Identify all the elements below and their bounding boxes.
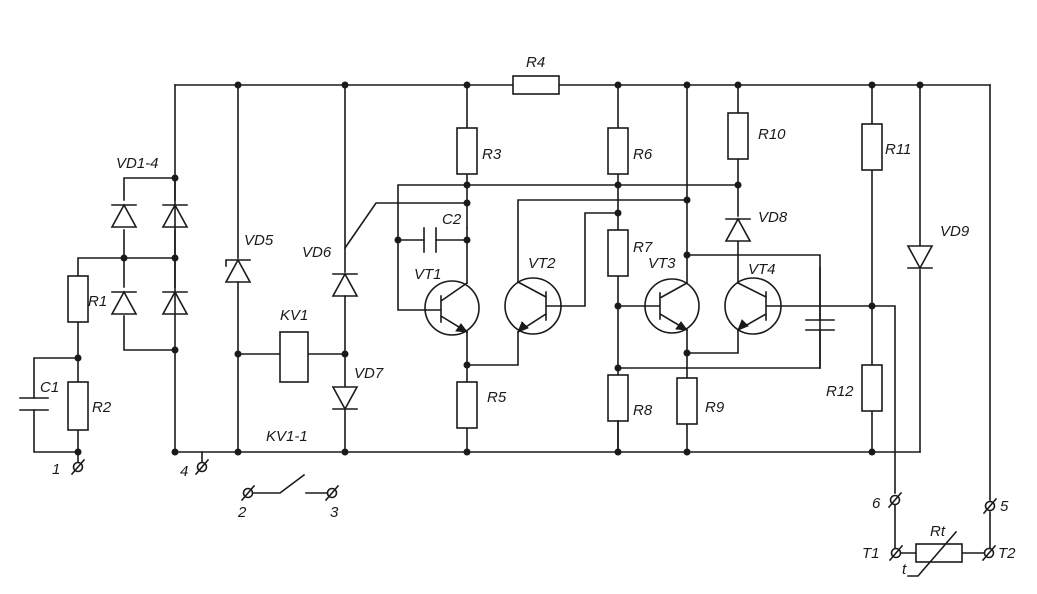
transistor-vt1 — [424, 280, 480, 336]
label-vt4: VT4 — [748, 261, 776, 278]
terminal-labels: 1 4 2 3 6 5 T1 T2 — [52, 461, 1016, 562]
label-c2: C2 — [442, 211, 462, 228]
terminal-t1 — [888, 544, 904, 562]
label-r10: R10 — [758, 126, 786, 143]
transistor-vt3 — [644, 278, 700, 334]
label-r8: R8 — [633, 402, 653, 419]
zener-vd5 — [224, 258, 252, 283]
label-r7: R7 — [633, 239, 653, 256]
label-r12: R12 — [826, 383, 854, 400]
label-r1: R1 — [88, 293, 107, 310]
label-r11: R11 — [885, 141, 911, 158]
label-vt3: VT3 — [648, 255, 676, 272]
resistor-r3 — [456, 127, 478, 175]
terminal-1 — [70, 458, 86, 476]
terminal-5 — [982, 497, 998, 515]
resistor-r6 — [607, 127, 629, 175]
component-labels: R4 VD1-4 R1 C1 R2 VD5 VD6 KV1 VD7 KV1-1 … — [40, 54, 970, 578]
label-r9: R9 — [705, 399, 725, 416]
label-rt: Rt — [930, 523, 946, 540]
transistors — [424, 277, 782, 336]
diode-vd9 — [906, 245, 934, 270]
resistor-r9 — [676, 377, 698, 425]
resistor-r4 — [512, 75, 560, 95]
capacitor-c3 — [805, 319, 835, 331]
label-terminal-2: 2 — [237, 504, 247, 521]
resistor-r11 — [861, 123, 883, 171]
diode-bridge-1 — [110, 203, 138, 228]
transistor-vt2 — [504, 277, 562, 335]
label-r6: R6 — [633, 146, 653, 163]
label-vt1: VT1 — [414, 266, 442, 283]
resistor-r1 — [67, 275, 89, 323]
label-vd5: VD5 — [244, 232, 274, 249]
label-r4: R4 — [526, 54, 545, 71]
resistor-r2 — [67, 381, 89, 431]
resistor-r5 — [456, 381, 478, 429]
terminal-6 — [887, 491, 903, 509]
label-vd6: VD6 — [302, 244, 332, 261]
diode-bridge-4 — [161, 290, 189, 315]
label-terminal-t1: T1 — [862, 545, 880, 562]
resistors — [67, 75, 883, 453]
label-terminal-4: 4 — [180, 463, 188, 480]
label-terminal-6: 6 — [872, 495, 881, 512]
resistor-r8 — [607, 374, 629, 422]
terminal-2 — [240, 484, 256, 502]
terminal-3 — [324, 484, 340, 502]
label-terminal-3: 3 — [330, 504, 339, 521]
label-r2: R2 — [92, 399, 112, 416]
diodes — [110, 203, 934, 411]
diode-vd8 — [724, 217, 752, 242]
capacitor-c1 — [19, 397, 49, 411]
label-terminal-t2: T2 — [998, 545, 1016, 562]
label-kv1-1: KV1-1 — [266, 428, 308, 445]
diode-vd6 — [331, 272, 359, 297]
resistor-r10 — [727, 112, 749, 160]
label-vd9: VD9 — [940, 223, 970, 240]
resistor-r7 — [607, 229, 629, 277]
diode-vd7 — [331, 386, 359, 411]
label-vd8: VD8 — [758, 209, 788, 226]
diode-bridge-3 — [110, 290, 138, 315]
capacitors — [19, 227, 835, 411]
diode-bridge-2 — [161, 203, 189, 228]
wire-network — [33, 84, 991, 554]
label-terminal-1: 1 — [52, 461, 60, 478]
terminals — [70, 458, 998, 562]
label-r5: R5 — [487, 389, 507, 406]
label-terminal-5: 5 — [1000, 498, 1009, 515]
label-vd7: VD7 — [354, 365, 384, 382]
resistor-r12 — [861, 364, 883, 412]
capacitor-c2 — [423, 227, 437, 253]
label-c1: C1 — [40, 379, 59, 396]
terminal-4 — [194, 458, 210, 476]
relay-coil-kv1 — [279, 331, 309, 383]
label-vd1-4: VD1-4 — [116, 155, 159, 172]
thermistor-rt — [907, 530, 963, 577]
junction-dots — [74, 81, 924, 456]
label-kv1: KV1 — [280, 307, 308, 324]
label-vt2: VT2 — [528, 255, 556, 272]
transistor-vt4 — [724, 277, 782, 335]
label-r3: R3 — [482, 146, 502, 163]
label-t: t — [902, 561, 907, 578]
terminal-t2 — [981, 544, 997, 562]
